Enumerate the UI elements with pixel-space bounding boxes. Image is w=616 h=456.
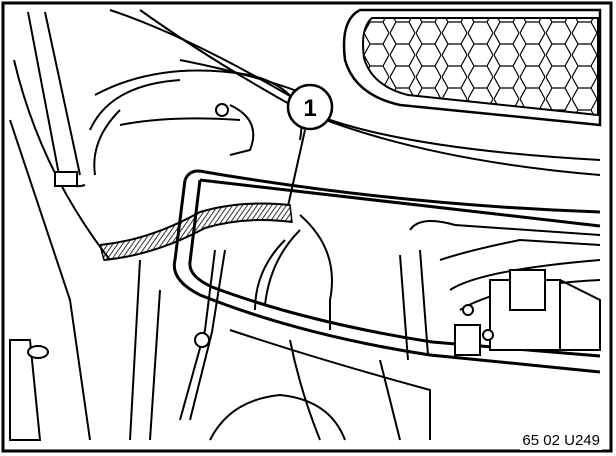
strut-tower xyxy=(9,11,111,441)
figure-reference-code: 65 02 U249 xyxy=(520,431,602,450)
support-frame xyxy=(172,169,601,374)
cowl-grille xyxy=(342,8,602,127)
lower-bulkhead xyxy=(129,259,431,441)
hydraulic-unit xyxy=(399,220,601,361)
wiring-harness-grommet xyxy=(99,202,293,261)
callout-label-1: 1 xyxy=(303,95,316,122)
cables xyxy=(179,214,333,421)
callout-leader-line xyxy=(287,129,306,207)
callout-circle xyxy=(286,83,334,131)
